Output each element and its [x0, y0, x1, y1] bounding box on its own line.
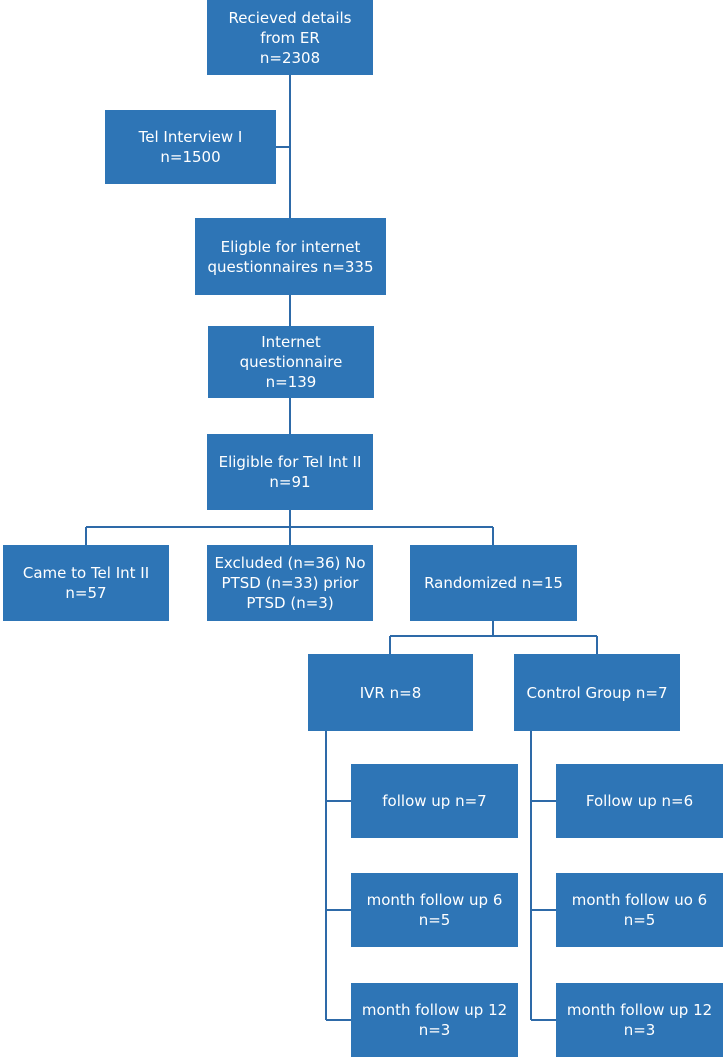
control-follow-up-12-line-1: month follow up 12 [566, 1001, 713, 1019]
excluded-line-1: Excluded (n=36) No [214, 554, 366, 572]
came-to-tel-int-2-line-1: Came to Tel Int II [22, 564, 150, 582]
tel-interview-1-line-2: n=1500 [160, 148, 221, 166]
control-follow-up-line-1: Follow up n=6 [585, 792, 694, 810]
randomized-box: Randomized n=15 [410, 545, 577, 621]
received-line-3: n=2308 [259, 48, 321, 67]
control-follow-up-box: Follow up n=6 [556, 764, 723, 838]
control-follow-up-6-box: month follow uo 6 n=5 [556, 873, 723, 947]
internet-questionnaire-box: Internet questionnaire n=139 [208, 326, 374, 398]
ivr-follow-up-6-line-2: n=5 [418, 911, 451, 929]
control-follow-up-12-box: month follow up 12 n=3 [556, 983, 723, 1057]
excluded-line-2: PTSD (n=33) prior [221, 574, 359, 592]
excluded-line-3: PTSD (n=3) [246, 594, 334, 612]
eligible-tel-int-2-line-1: Eligible for Tel Int II [218, 453, 362, 471]
excluded-box: Excluded (n=36) No PTSD (n=33) prior PTS… [207, 545, 373, 621]
received-details-box: Recieved details from ER n=2308 [207, 0, 373, 75]
ivr-follow-up-12-line-1: month follow up 12 [361, 1001, 508, 1019]
internet-questionnaire-line-1: Internet [261, 333, 321, 351]
tel-interview-1-line-1: Tel Interview I [138, 128, 243, 146]
ivr-box: IVR n=8 [308, 654, 473, 731]
received-line-2: from ER [260, 28, 320, 47]
ivr-follow-up-12-box: month follow up 12 n=3 [351, 983, 518, 1057]
ivr-follow-up-6-box: month follow up 6 n=5 [351, 873, 518, 947]
control-follow-up-12-line-2: n=3 [623, 1021, 656, 1039]
received-line-1: Recieved details [228, 8, 352, 27]
control-group-line-1: Control Group n=7 [526, 683, 668, 702]
randomized-line-1: Randomized n=15 [424, 574, 563, 592]
ivr-follow-up-box: follow up n=7 [351, 764, 518, 838]
eligible-tel-int-2-line-2: n=91 [269, 473, 311, 491]
internet-questionnaire-line-3: n=139 [265, 373, 317, 391]
eligible-internet-line-2: questionnaires n=335 [207, 257, 374, 276]
tel-interview-1-box: Tel Interview I n=1500 [105, 110, 276, 184]
ivr-line-1: IVR n=8 [359, 683, 422, 702]
control-follow-up-6-line-2: n=5 [623, 911, 656, 929]
eligible-tel-int-2-box: Eligible for Tel Int II n=91 [207, 434, 373, 510]
control-follow-up-6-line-1: month follow uo 6 [571, 891, 708, 909]
came-to-tel-int-2-line-2: n=57 [65, 584, 107, 602]
eligible-internet-line-1: Eligble for internet [220, 237, 361, 256]
internet-questionnaire-line-2: questionnaire [239, 353, 343, 371]
eligible-internet-box: Eligble for internet questionnaires n=33… [195, 218, 386, 295]
ivr-follow-up-6-line-1: month follow up 6 [366, 891, 503, 909]
ivr-follow-up-line-1: follow up n=7 [382, 792, 487, 810]
control-group-box: Control Group n=7 [514, 654, 680, 731]
ivr-follow-up-12-line-2: n=3 [418, 1021, 451, 1039]
came-to-tel-int-2-box: Came to Tel Int II n=57 [3, 545, 169, 621]
